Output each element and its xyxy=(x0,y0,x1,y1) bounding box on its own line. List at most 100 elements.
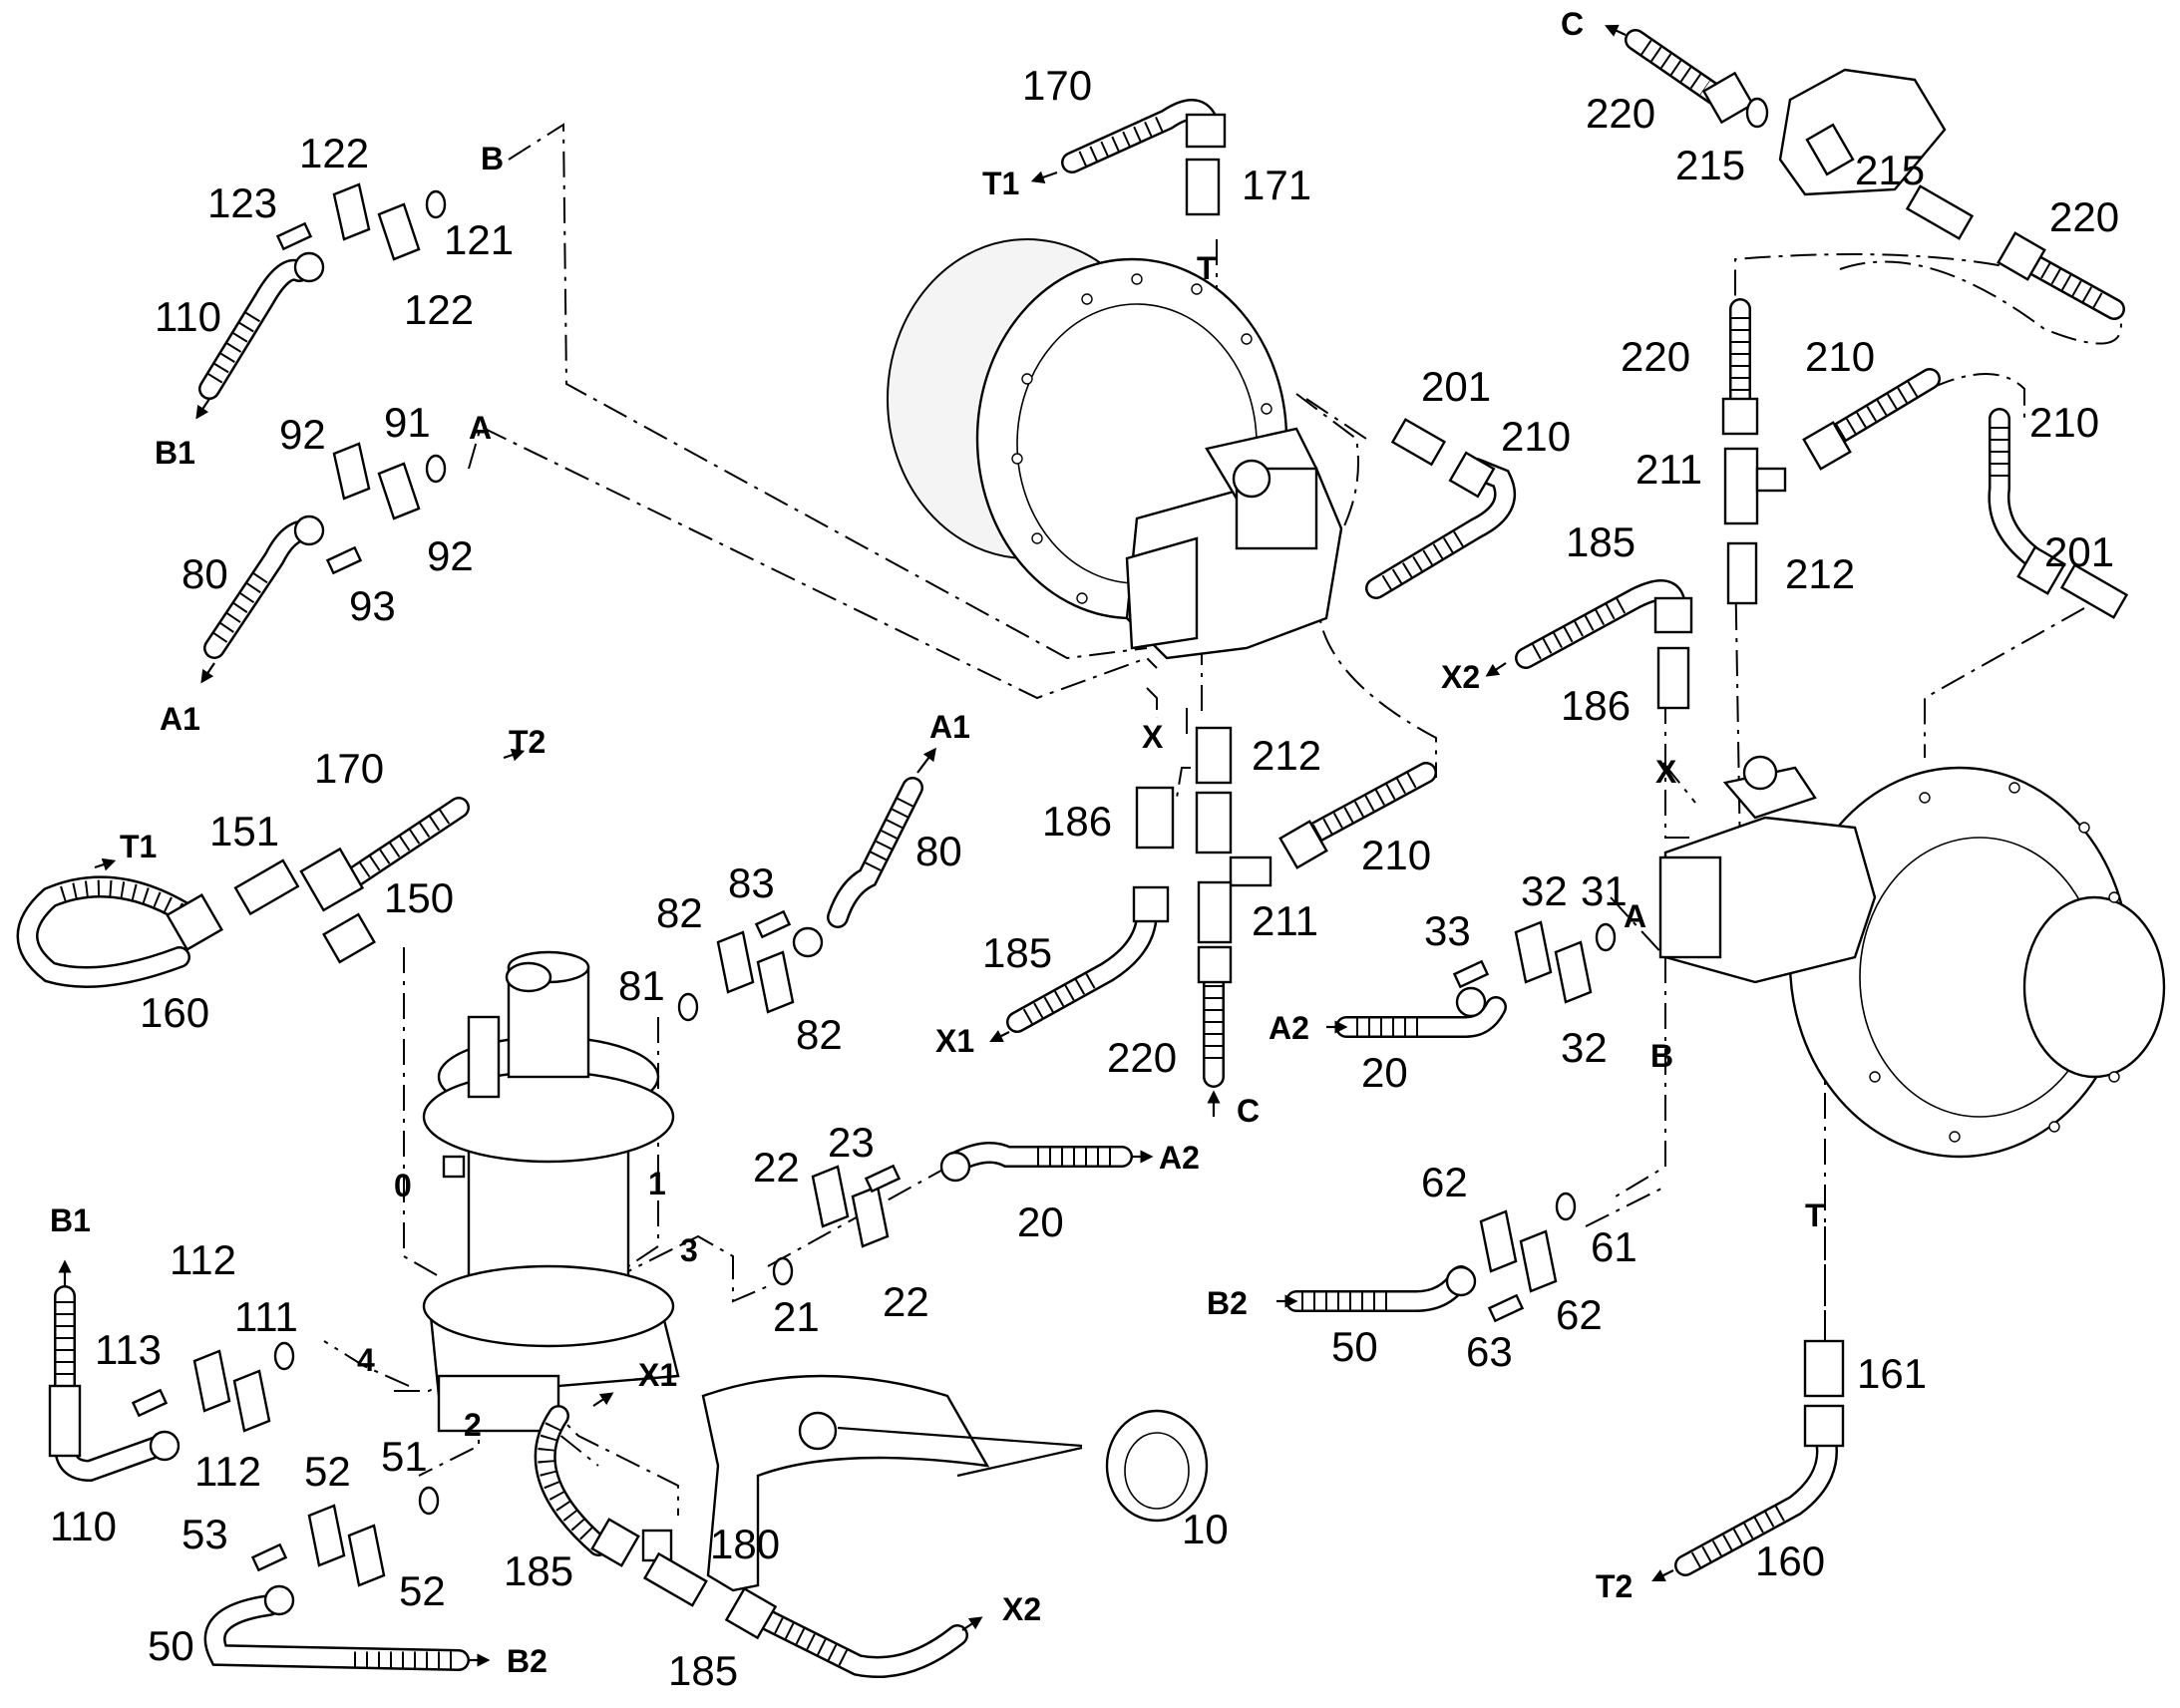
label-121: 121 xyxy=(444,216,514,263)
marker-X: X xyxy=(1142,719,1164,755)
label-52: 52 xyxy=(399,1567,446,1614)
label-170: 170 xyxy=(314,745,384,792)
marker-A: A xyxy=(1624,898,1646,934)
label-110: 110 xyxy=(50,1503,117,1549)
port-B2: B2 xyxy=(1207,1285,1248,1321)
label-123: 123 xyxy=(207,179,277,226)
bracket-top-right xyxy=(1778,68,1947,196)
label-215: 215 xyxy=(1855,147,1925,193)
label-186: 186 xyxy=(1042,798,1112,845)
port-A1: A1 xyxy=(929,709,970,745)
port-A2: A2 xyxy=(1159,1140,1200,1176)
label-21: 21 xyxy=(773,1293,820,1340)
port-X1: X1 xyxy=(935,1023,974,1059)
marker-1: 1 xyxy=(648,1166,666,1201)
label-160: 160 xyxy=(140,989,209,1036)
label-22: 22 xyxy=(883,1278,929,1325)
label-220: 220 xyxy=(2049,193,2119,240)
label-212: 212 xyxy=(1252,732,1321,779)
label-151: 151 xyxy=(209,808,279,854)
label-186: 186 xyxy=(1561,682,1631,729)
port-T2: T2 xyxy=(509,724,545,760)
line-markers: B A T X X A B T 0 1 3 4 2 xyxy=(357,141,1825,1443)
marker-B: B xyxy=(1650,1038,1673,1074)
marker-T: T xyxy=(1197,250,1217,286)
label-111: 111 xyxy=(234,1293,298,1340)
port-labels: T1 C B1 A1 A1 T2 T1 X2 X1 A2 C A2 B2 B1 … xyxy=(50,6,1633,1679)
travel-motor-right xyxy=(1658,755,2166,1159)
label-110: 110 xyxy=(155,293,221,340)
port-A2: A2 xyxy=(1269,1010,1309,1046)
label-201: 201 xyxy=(1421,363,1491,410)
port-B2: B2 xyxy=(507,1643,547,1679)
label-201: 201 xyxy=(2044,528,2114,575)
label-122: 122 xyxy=(404,286,474,333)
label-161: 161 xyxy=(1857,1350,1927,1397)
label-33: 33 xyxy=(1424,907,1471,954)
label-61: 61 xyxy=(1591,1223,1637,1270)
label-220: 220 xyxy=(1586,90,1655,137)
connection-lines xyxy=(323,123,2122,1516)
port-X1: X1 xyxy=(638,1357,677,1393)
marker-4: 4 xyxy=(357,1342,375,1378)
label-112: 112 xyxy=(170,1236,236,1283)
label-185: 185 xyxy=(982,929,1052,976)
label-51: 51 xyxy=(381,1433,428,1480)
label-215: 215 xyxy=(1675,142,1745,188)
marker-0: 0 xyxy=(394,1168,412,1203)
part-number-labels: 170 171 220 215 215 220 220 210 210 211 … xyxy=(50,62,2119,1694)
label-210: 210 xyxy=(2029,399,2099,446)
label-23: 23 xyxy=(828,1119,875,1166)
label-171: 171 xyxy=(1242,162,1311,208)
port-X2: X2 xyxy=(1002,1591,1041,1627)
port-T1: T1 xyxy=(120,829,157,864)
label-63: 63 xyxy=(1466,1328,1513,1375)
label-92: 92 xyxy=(427,532,474,579)
ring-guard xyxy=(701,1374,1209,1592)
port-B1: B1 xyxy=(155,435,195,471)
label-50: 50 xyxy=(148,1622,194,1669)
label-62: 62 xyxy=(1421,1159,1468,1205)
label-211: 211 xyxy=(1635,446,1702,493)
port-B1: B1 xyxy=(50,1202,91,1238)
marker-T: T xyxy=(1805,1197,1825,1233)
label-113: 113 xyxy=(95,1326,162,1373)
port-C: C xyxy=(1561,6,1584,42)
marker-A: A xyxy=(469,410,492,446)
port-T1: T1 xyxy=(982,166,1019,201)
marker-X: X xyxy=(1655,754,1677,790)
label-91: 91 xyxy=(384,399,431,446)
port-X2: X2 xyxy=(1441,659,1480,695)
label-32: 32 xyxy=(1561,1024,1608,1071)
marker-B: B xyxy=(481,141,504,176)
label-210: 210 xyxy=(1805,333,1875,380)
label-82: 82 xyxy=(656,889,703,936)
fittings xyxy=(48,71,2129,1640)
label-211: 211 xyxy=(1252,897,1318,944)
label-22: 22 xyxy=(753,1144,800,1191)
travel-motor-top xyxy=(887,238,1343,660)
label-32: 32 xyxy=(1521,867,1568,914)
label-10: 10 xyxy=(1182,1506,1229,1552)
label-210: 210 xyxy=(1361,832,1431,878)
label-112: 112 xyxy=(194,1448,261,1495)
label-50: 50 xyxy=(1331,1323,1378,1370)
swivel-joint xyxy=(422,950,680,1433)
port-A1: A1 xyxy=(160,701,200,737)
label-122: 122 xyxy=(299,130,369,176)
label-180: 180 xyxy=(710,1521,780,1567)
label-80: 80 xyxy=(182,550,228,597)
port-C: C xyxy=(1237,1093,1260,1129)
label-185: 185 xyxy=(668,1647,738,1694)
label-92: 92 xyxy=(279,411,326,458)
marker-3: 3 xyxy=(680,1232,698,1268)
label-210: 210 xyxy=(1501,413,1571,460)
label-170: 170 xyxy=(1022,62,1092,109)
label-62: 62 xyxy=(1556,1291,1603,1338)
label-20: 20 xyxy=(1361,1049,1408,1096)
label-185: 185 xyxy=(1566,518,1635,565)
marker-2: 2 xyxy=(464,1407,482,1443)
label-185: 185 xyxy=(504,1547,573,1594)
label-20: 20 xyxy=(1017,1198,1064,1245)
